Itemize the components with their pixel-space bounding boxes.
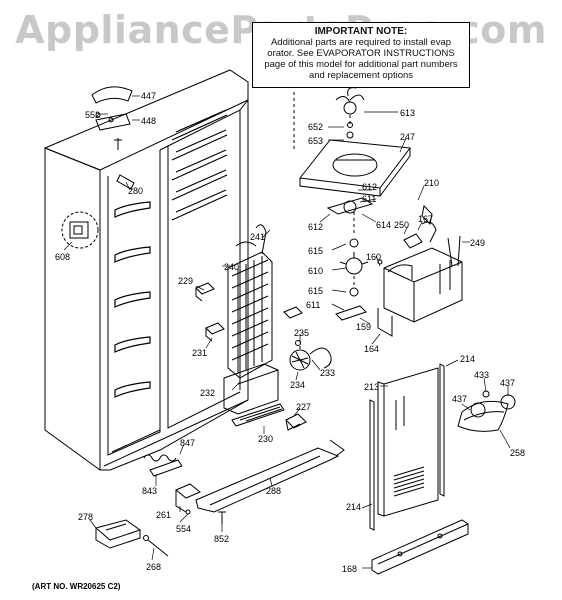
note-line: orator. See EVAPORATOR INSTRUCTIONS xyxy=(267,48,455,59)
part-label: 611 xyxy=(306,300,321,310)
part-label: 615 xyxy=(308,286,324,296)
part-label: 288 xyxy=(266,486,282,496)
fan-cover-247 xyxy=(299,139,411,197)
part-label: 447 xyxy=(141,91,157,101)
note-line: Additional parts are required to install… xyxy=(270,37,452,48)
part-label: 241 xyxy=(250,232,266,242)
rail-288 xyxy=(195,439,345,513)
art-number-caption: (ART NO. WR20625 C2) xyxy=(32,582,121,591)
part-label: 229 xyxy=(178,276,194,286)
important-note-box: IMPORTANT NOTE: Additional parts are req… xyxy=(252,22,470,88)
part-label: 230 xyxy=(258,434,274,444)
spring-847 xyxy=(143,454,183,477)
part-label: 612 xyxy=(308,222,324,232)
back-panel-213 xyxy=(377,367,439,517)
part-label: 437 xyxy=(452,394,468,404)
part-label: 268 xyxy=(146,562,162,572)
part-label: 448 xyxy=(141,116,157,126)
part-label: 231 xyxy=(192,348,208,358)
screw-268 xyxy=(143,535,169,557)
part-label: 247 xyxy=(400,132,416,142)
part-label: 615 xyxy=(308,246,324,256)
part-label: 167 xyxy=(418,214,434,224)
part-label: 234 xyxy=(290,380,306,390)
note-line: and replacement options xyxy=(308,70,414,81)
drain-trough-230 xyxy=(231,403,285,427)
refrigerator-case xyxy=(43,69,249,471)
fan-housing-249 xyxy=(377,204,463,337)
part-label: 258 xyxy=(510,448,526,458)
part-label: 437 xyxy=(500,378,516,388)
hinge-bottom-278 xyxy=(94,519,142,549)
part-label: 168 xyxy=(342,564,358,574)
part-label: 843 xyxy=(142,486,158,496)
part-label: 233 xyxy=(320,368,336,378)
part-label: 612 xyxy=(362,182,378,192)
part-label: 433 xyxy=(474,370,490,380)
switch-part xyxy=(61,211,99,249)
fan-motor-610 xyxy=(335,238,369,321)
part-label: 214 xyxy=(346,502,362,512)
part-label: 280 xyxy=(128,186,144,196)
part-label: 249 xyxy=(470,238,486,248)
fan-assembly-234 xyxy=(289,340,332,371)
part-label: 210 xyxy=(424,178,440,188)
part-label: 653 xyxy=(308,136,324,146)
part-label: 610 xyxy=(308,266,324,276)
part-label: 240 xyxy=(224,262,240,272)
part-227 xyxy=(285,413,307,431)
part-label: 652 xyxy=(308,122,324,132)
part-label: 554 xyxy=(176,524,192,534)
part-label: 852 xyxy=(214,534,230,544)
part-label: 847 xyxy=(180,438,196,448)
part-label: 614 xyxy=(376,220,392,230)
part-label: 250 xyxy=(394,220,410,230)
motor-bracket-611 xyxy=(326,197,374,215)
part-label: 613 xyxy=(400,108,416,118)
part-label: 213 xyxy=(364,382,380,392)
part-label: 164 xyxy=(364,344,380,354)
part-label: 278 xyxy=(78,512,94,522)
part-label: 608 xyxy=(55,252,71,262)
screw-852 xyxy=(218,511,226,524)
part-label: 227 xyxy=(296,402,312,412)
note-heading: IMPORTANT NOTE: xyxy=(314,26,408,37)
bracket-168 xyxy=(371,519,469,575)
part-label: 214 xyxy=(460,354,476,364)
evaporator-coil xyxy=(227,224,273,379)
part-label: 552 xyxy=(85,110,101,120)
part-label: 232 xyxy=(200,388,216,398)
hinge-parts-top xyxy=(91,86,133,150)
part-label: 235 xyxy=(294,328,310,338)
rails-214 xyxy=(369,363,445,531)
bracket-261 xyxy=(175,483,201,515)
part-label: 611 xyxy=(362,194,377,204)
part-label: 159 xyxy=(356,322,372,332)
part-label: 261 xyxy=(156,510,172,520)
fan-blade-613 xyxy=(335,87,365,139)
evap-brackets xyxy=(195,282,303,415)
note-line: page of this model for additional part n… xyxy=(264,59,458,70)
part-label: 160 xyxy=(366,252,382,262)
